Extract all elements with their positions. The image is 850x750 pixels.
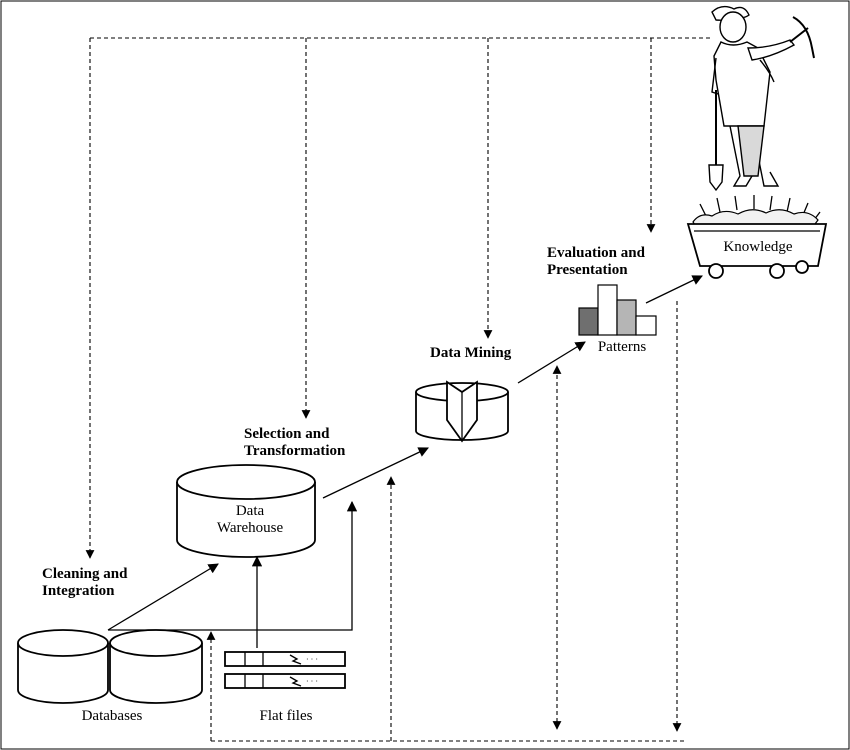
database-cylinder-left xyxy=(17,643,109,704)
data-warehouse-icon xyxy=(176,464,316,558)
arrow-mining-to-patterns xyxy=(517,341,586,384)
svg-text:· · ·: · · · xyxy=(306,655,318,664)
arrow-databases-to-warehouse xyxy=(107,563,219,631)
patterns-icon xyxy=(578,284,657,336)
data-mining-icon xyxy=(415,380,509,443)
warehouse-label-line2: Warehouse xyxy=(217,520,284,536)
miner-figure-icon xyxy=(708,5,815,192)
knowledge-cart-icon xyxy=(686,195,828,279)
patterns-label: Patterns xyxy=(598,339,646,355)
databases-label: Databases xyxy=(82,708,143,724)
step-evaluation-line2: Presentation xyxy=(547,262,628,278)
databases-icon xyxy=(17,629,203,704)
step-selection-line1: Selection and xyxy=(244,426,330,442)
arrow-warehouse-to-mining xyxy=(322,447,429,499)
flat-files-label: Flat files xyxy=(260,708,313,724)
svg-text:· · ·: · · · xyxy=(306,677,318,686)
step-evaluation-line1: Evaluation and xyxy=(547,245,646,261)
database-cylinder-right xyxy=(109,643,203,704)
step-cleaning-line1: Cleaning and xyxy=(42,566,128,582)
arrow-databases-to-selection xyxy=(108,500,358,631)
step-cleaning-line2: Integration xyxy=(42,583,115,599)
step-selection-line2: Transformation xyxy=(244,443,346,459)
flat-files-icon: · · · · · · xyxy=(224,651,346,689)
warehouse-label-line1: Data xyxy=(236,503,265,519)
feedback-top-loop xyxy=(85,37,712,559)
feedback-bottom-loop xyxy=(206,301,686,742)
knowledge-label: Knowledge xyxy=(723,239,792,255)
step-mining-label: Data Mining xyxy=(430,345,512,361)
process-flow xyxy=(107,275,703,648)
arrow-patterns-to-knowledge xyxy=(645,275,703,304)
